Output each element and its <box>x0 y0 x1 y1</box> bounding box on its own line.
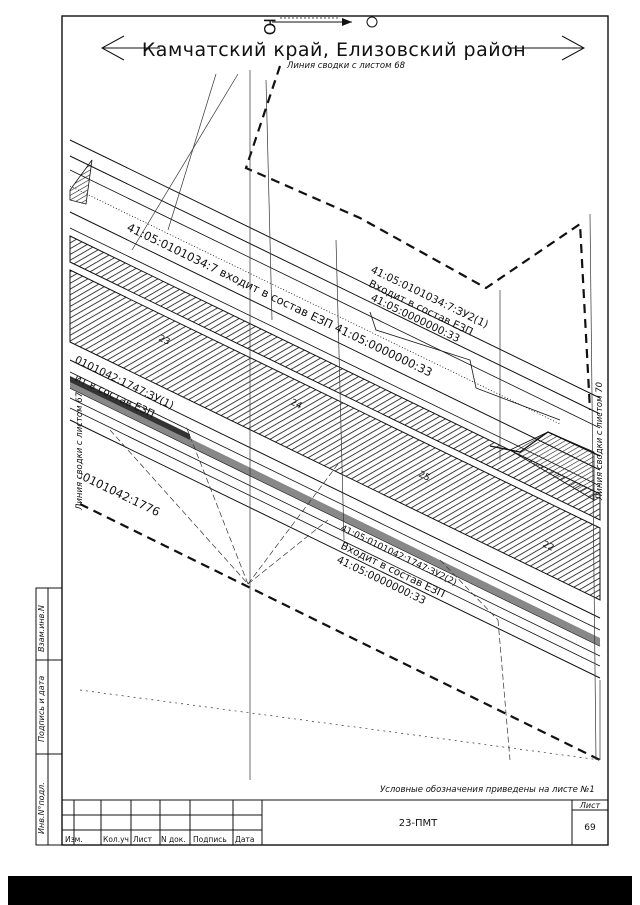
match-line-right-label: Линия сводки с листом 70 <box>595 382 605 501</box>
col-podpis: Подпись <box>193 835 227 844</box>
point-25-label: 25 <box>417 470 432 484</box>
north-arrow: Ю <box>260 16 378 35</box>
match-line-top-label: Линия сводки с листом 68 <box>286 61 406 71</box>
legend-note: Условные обозначения приведены на листе … <box>380 785 595 795</box>
hatched-band-right-corner <box>509 431 595 501</box>
point-24-label: 24 <box>289 398 304 412</box>
road-strip-lines <box>69 139 601 679</box>
col-data: Дата <box>235 835 254 844</box>
col-ndok: N док. <box>161 835 186 844</box>
side-approval-table <box>35 587 63 846</box>
hatched-band-middle <box>69 269 601 601</box>
col-list: Лист <box>133 835 153 844</box>
hatched-band-left-small <box>69 159 93 205</box>
hatched-band-upper <box>69 235 601 521</box>
parcel-bracket-upper <box>369 311 561 421</box>
point-23-label: 23 <box>157 334 172 348</box>
col-izm: Изм. <box>65 835 83 844</box>
col-koluch: Кол.уч <box>103 835 129 844</box>
point-22-label: 22 <box>541 540 556 554</box>
region-title: Камчатский край, Елизовский район <box>142 39 526 61</box>
scan-black-bar <box>8 876 632 905</box>
north-marker: Ю <box>260 18 279 35</box>
sheet-number: 69 <box>584 823 596 833</box>
drawing-designation: 23-ПМТ <box>399 818 438 829</box>
side-podpis-label: Подпись и дата <box>37 676 46 742</box>
building-outline-right <box>489 431 601 457</box>
grey-strip-left <box>70 376 190 440</box>
boundary-bottom-dashed <box>79 503 601 761</box>
title-block <box>62 799 608 845</box>
parcel-left-label-3: :0101042:1776 <box>77 468 163 519</box>
grey-strip-lower <box>70 380 600 646</box>
construction-lines <box>79 70 601 780</box>
region-title-arrow <box>100 35 586 61</box>
boundary-top-dashed <box>244 65 592 411</box>
match-line-left-label: Линия сводки с листом 67 <box>75 391 85 511</box>
side-inv-label: Инв.N°подл. <box>37 782 46 834</box>
sheet-label: Лист <box>579 801 601 810</box>
drawing-frame <box>61 15 609 846</box>
side-vzam-label: Взам.инв.N <box>37 605 46 652</box>
